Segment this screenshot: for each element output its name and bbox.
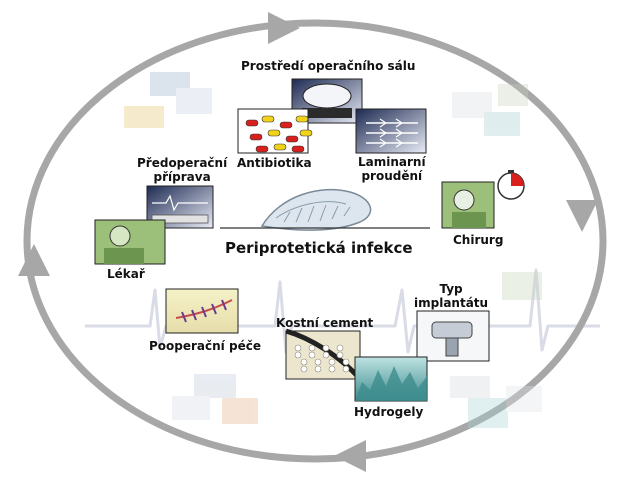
pill-capsule [295, 115, 309, 123]
label-predoperacni: Předoperační příprava [137, 156, 228, 184]
pill-capsule [249, 133, 263, 141]
label-prostredi: Prostředí operačního sálu [241, 59, 416, 73]
pill-capsule [273, 143, 287, 151]
tile-hydrogels [354, 356, 428, 402]
label-lekar: Lékař [107, 267, 145, 281]
label-antibiotika: Antibiotika [237, 156, 312, 170]
cycle-ring [23, 19, 607, 463]
center-label: Periprotetická infekce [225, 239, 413, 257]
ecg-trace [85, 268, 600, 354]
label-kostni: Kostní cement [276, 316, 374, 330]
tile-bone-cement [285, 328, 362, 381]
cement-pore [314, 365, 322, 373]
label-laminarni: Laminarní proudění [358, 155, 426, 183]
label-hydrogely: Hydrogely [354, 405, 424, 419]
cycle-arrowhead-right [566, 200, 598, 232]
tile-antibiotics [237, 108, 313, 154]
cement-pore [322, 344, 330, 352]
label-typ: Typ implantátu [414, 282, 489, 310]
tile-surgeon [441, 170, 525, 229]
label-chirurg: Chirurg [453, 233, 504, 247]
cement-pore [308, 344, 316, 352]
cement-pore [342, 358, 350, 366]
pill-capsule [285, 135, 299, 143]
cement-pore [294, 351, 302, 359]
cement-pore [294, 344, 302, 352]
tile-postoperative-care [165, 288, 239, 334]
tile-doctor [94, 219, 166, 265]
cement-pore [308, 351, 316, 359]
pill-capsule [267, 129, 281, 137]
cement-pore [300, 365, 308, 373]
cycle-arrowhead-top [268, 12, 300, 44]
label-pooperacni: Pooperační péče [149, 339, 261, 353]
implant-illustration [260, 188, 372, 231]
pill-capsule [255, 145, 269, 153]
cycle-arrowhead-bottom [334, 440, 366, 472]
ghost-tiles [124, 72, 542, 428]
cement-pore [328, 365, 336, 373]
cement-pore [300, 358, 308, 366]
tile-laminar-flow [355, 108, 427, 154]
cycle-arrowhead-left [18, 244, 50, 276]
pill-capsule [279, 121, 293, 129]
cement-pore [328, 358, 336, 366]
pill-capsule [299, 129, 313, 137]
cement-pore [322, 351, 330, 359]
cement-pore [336, 344, 344, 352]
cement-pore [342, 365, 350, 373]
pill-capsule [245, 119, 259, 127]
cement-pore [314, 358, 322, 366]
pill-capsule [291, 145, 305, 153]
cement-pore [336, 351, 344, 359]
tile-implant-type [416, 310, 490, 362]
pill-capsule [261, 115, 275, 123]
